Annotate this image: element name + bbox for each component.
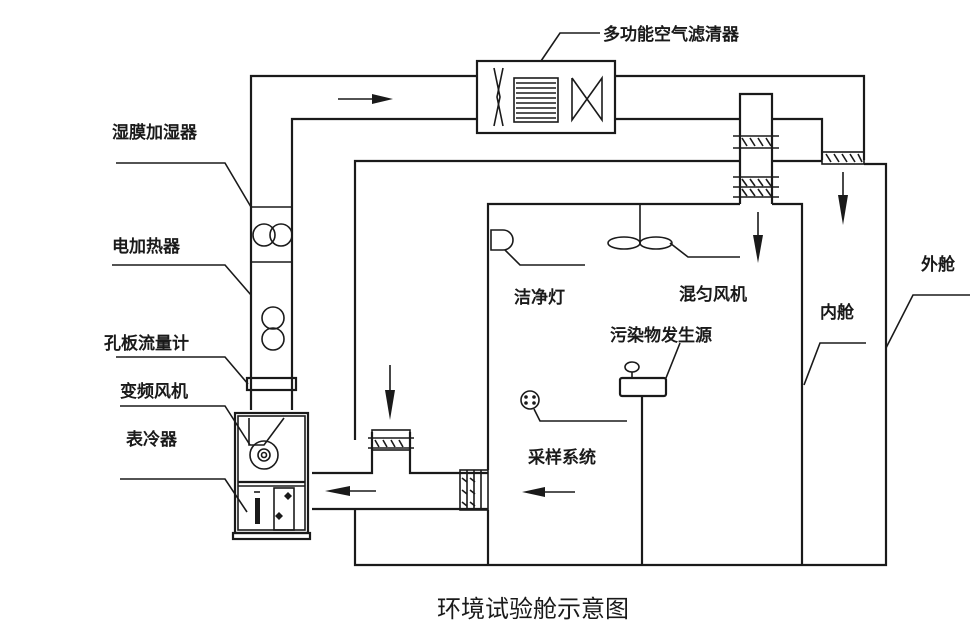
label-inner-cabin: 内舱 (820, 302, 855, 323)
return-duct (312, 429, 489, 511)
label-sampling-system: 采样系统 (527, 447, 596, 468)
leader-outer-cabin (885, 294, 970, 349)
clean-lamp-icon (490, 229, 585, 266)
inner-supply-branch (733, 92, 779, 204)
leader-cooler (120, 478, 248, 513)
label-clean-lamp: 洁净灯 (514, 287, 565, 308)
leader-heater (112, 264, 252, 296)
label-flowmeter: 孔板流量计 (104, 333, 189, 354)
label-outer-cabin: 外舱 (921, 254, 956, 275)
label-pollutant-source: 污染物发生源 (610, 325, 712, 346)
pollutant-source-icon (618, 342, 681, 398)
flow-arrow-down-return (385, 365, 395, 420)
label-mixing-fan: 混匀风机 (679, 284, 747, 305)
outer-cabin (353, 159, 888, 567)
label-humidifier: 湿膜加湿器 (112, 122, 198, 143)
air-filter-unit (475, 32, 617, 135)
air-handling-column (245, 206, 298, 410)
supply-duct (249, 74, 866, 210)
leader-vfd-fan (120, 405, 251, 446)
flow-arrow-left-inner (522, 487, 575, 497)
mixing-fan-icon (607, 204, 740, 258)
label-air-filter: 多功能空气滤清器 (603, 24, 740, 45)
leader-inner-cabin (803, 342, 866, 386)
flow-arrow-down-inner (753, 212, 763, 263)
leader-flowmeter (116, 356, 249, 385)
leader-humidifier (116, 162, 252, 208)
fan-cooler-box (231, 411, 312, 541)
flow-arrow-right (338, 94, 393, 104)
flow-arrow-left-duct (325, 486, 376, 496)
label-vfd-fan: 变频风机 (120, 381, 188, 402)
label-heater: 电加热器 (112, 236, 181, 257)
inner-cabin (486, 202, 804, 565)
sampling-port-icon (520, 390, 627, 422)
outer-inlet-filter (821, 151, 865, 165)
flow-arrow-down-outer (838, 172, 848, 225)
diagram-title: 环境试验舱示意图 (437, 595, 629, 623)
label-cooler: 表冷器 (126, 429, 178, 450)
